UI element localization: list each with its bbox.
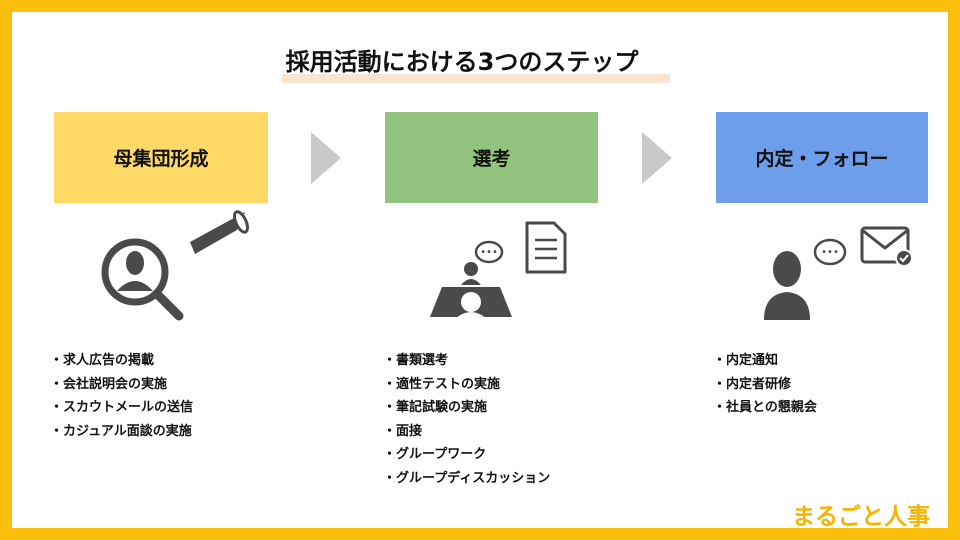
arrow-right-icon — [311, 132, 341, 184]
list-item: ・会社説明会の実施 — [50, 376, 168, 392]
slide-title: 採用活動における3つのステップ — [285, 48, 639, 76]
list-item: ・適性テストの実施 — [383, 376, 501, 392]
interview-icon: ••• — [430, 240, 512, 319]
list-item: ・内定者研修 — [713, 376, 792, 392]
arrow-right-icon — [642, 132, 672, 184]
step-1-box: 母集団形成 — [54, 112, 268, 203]
document-icon — [525, 221, 567, 274]
search-person-icon — [101, 238, 184, 321]
list-item: ・面接 — [383, 423, 423, 439]
list-item: ・内定通知 — [713, 353, 779, 368]
step-3-box: 内定・フォロー — [716, 112, 928, 203]
list-item: ・カジュアル面談の実施 — [50, 423, 192, 439]
brand-logo: まるごと人事 — [792, 504, 930, 530]
list-item: ・グループディスカッション — [383, 470, 551, 486]
svg-text:•••: ••• — [480, 247, 498, 258]
step-2-box: 選考 — [385, 112, 598, 203]
list-item: ・書類選考 — [383, 353, 449, 368]
step-3-list: ・内定通知 ・内定者研修 ・社員との懇親会 — [713, 349, 817, 420]
step-2-list: ・書類選考 ・適性テストの実施 ・筆記試験の実施 ・面接 ・グループワーク ・グ… — [383, 349, 550, 490]
list-item: ・社員との懇親会 — [713, 400, 817, 415]
title-underline — [282, 74, 670, 83]
list-item: ・筆記試験の実施 — [383, 400, 488, 415]
person-speech-icon: ••• — [764, 238, 847, 320]
mail-check-icon — [860, 226, 913, 267]
step-1-list: ・求人広告の掲載 ・会社説明会の実施 ・スカウトメールの送信 ・カジュアル面談の… — [50, 349, 193, 443]
list-item: ・スカウトメールの送信 — [50, 400, 194, 415]
list-item: ・求人広告の掲載 — [50, 353, 155, 368]
svg-text:•••: ••• — [821, 247, 839, 258]
list-item: ・グループワーク — [383, 447, 487, 462]
megaphone-icon — [190, 210, 249, 254]
